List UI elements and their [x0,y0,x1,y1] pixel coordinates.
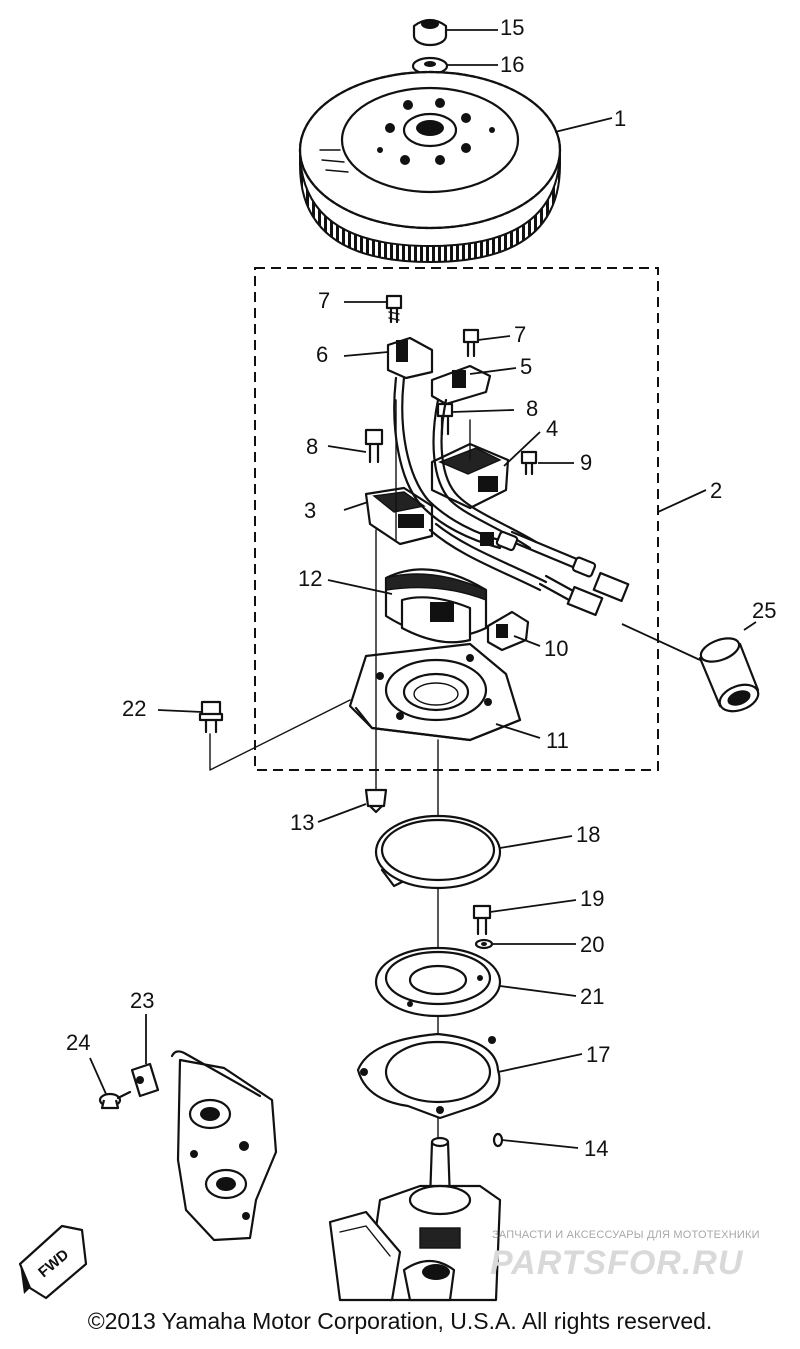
part-1-flywheel [298,70,562,264]
callout-20: 20 [580,932,604,957]
callout-8-left: 8 [306,434,318,459]
watermark-logo: PARTSFOR.RU [490,1244,744,1282]
callout-3: 3 [304,498,316,523]
part-3-charge-coil [364,486,434,546]
callout-2: 2 [710,478,722,503]
part-8-screw-left [364,428,384,464]
callout-11: 11 [546,728,569,753]
crankcase-housing [328,1136,502,1302]
callout-19: 19 [580,886,604,911]
part-11-stator-base [348,642,522,742]
callout-21: 21 [580,984,604,1009]
leader-lines [89,29,757,1149]
part-7-screw-upper [385,294,403,324]
callout-5: 5 [520,354,532,379]
callout-17: 17 [586,1042,610,1067]
part-22-bolt [198,699,351,771]
part-6-bracket [386,336,434,380]
part-10-clamp [486,610,530,652]
part-14-o-ring [492,1132,504,1148]
part-23-bracket [130,1062,160,1098]
part-25-cap [698,637,760,713]
callout-14: 14 [584,1136,608,1161]
callout-9: 9 [580,450,592,475]
part-15-nut [412,18,448,47]
callout-22: 22 [122,696,146,721]
callout-4: 4 [546,416,558,441]
part-4-pulser-coil [430,442,510,510]
part-9-screw [520,450,538,476]
callout-1: 1 [614,106,626,131]
copyright-notice: ©2013 Yamaha Motor Corporation, U.S.A. A… [87,1308,713,1334]
wire-harness [393,376,630,617]
callout-13: 13 [290,810,314,835]
callout-24: 24 [66,1030,90,1055]
part-17-gasket [356,1032,501,1120]
part-18-retaining-ring [374,814,502,890]
part-2-stator-assembly-box [254,267,659,771]
callout-18: 18 [576,822,600,847]
cylinder-block [170,1050,278,1242]
part-5-bracket [430,364,492,406]
part-13-screw [364,788,388,814]
fwd-arrow-icon [18,1224,88,1300]
callout-10: 10 [544,636,568,661]
callout-25: 25 [752,598,776,623]
callout-15: 15 [500,15,524,40]
watermark-caption: ЗАПЧАСТИ И АКСЕССУАРЫ ДЛЯ МОТОТЕХНИКИ [492,1229,760,1241]
part-20-washer [474,938,494,950]
callout-7-right: 7 [514,322,526,347]
callout-7-upper: 7 [318,288,330,313]
callout-6: 6 [316,342,328,367]
part-7-screw-right [462,328,480,358]
part-24-screw [98,1090,132,1110]
callout-16: 16 [500,52,524,77]
callout-12: 12 [298,566,322,591]
part-19-screw [472,904,492,936]
callout-labels: 15 16 1 2 3 4 5 6 7 7 8 8 9 10 11 12 13 … [66,15,776,1161]
part-21-plate [374,946,502,1018]
part-12-lighting-coil [384,568,488,644]
callout-23: 23 [130,988,154,1013]
callout-8-right: 8 [526,396,538,421]
